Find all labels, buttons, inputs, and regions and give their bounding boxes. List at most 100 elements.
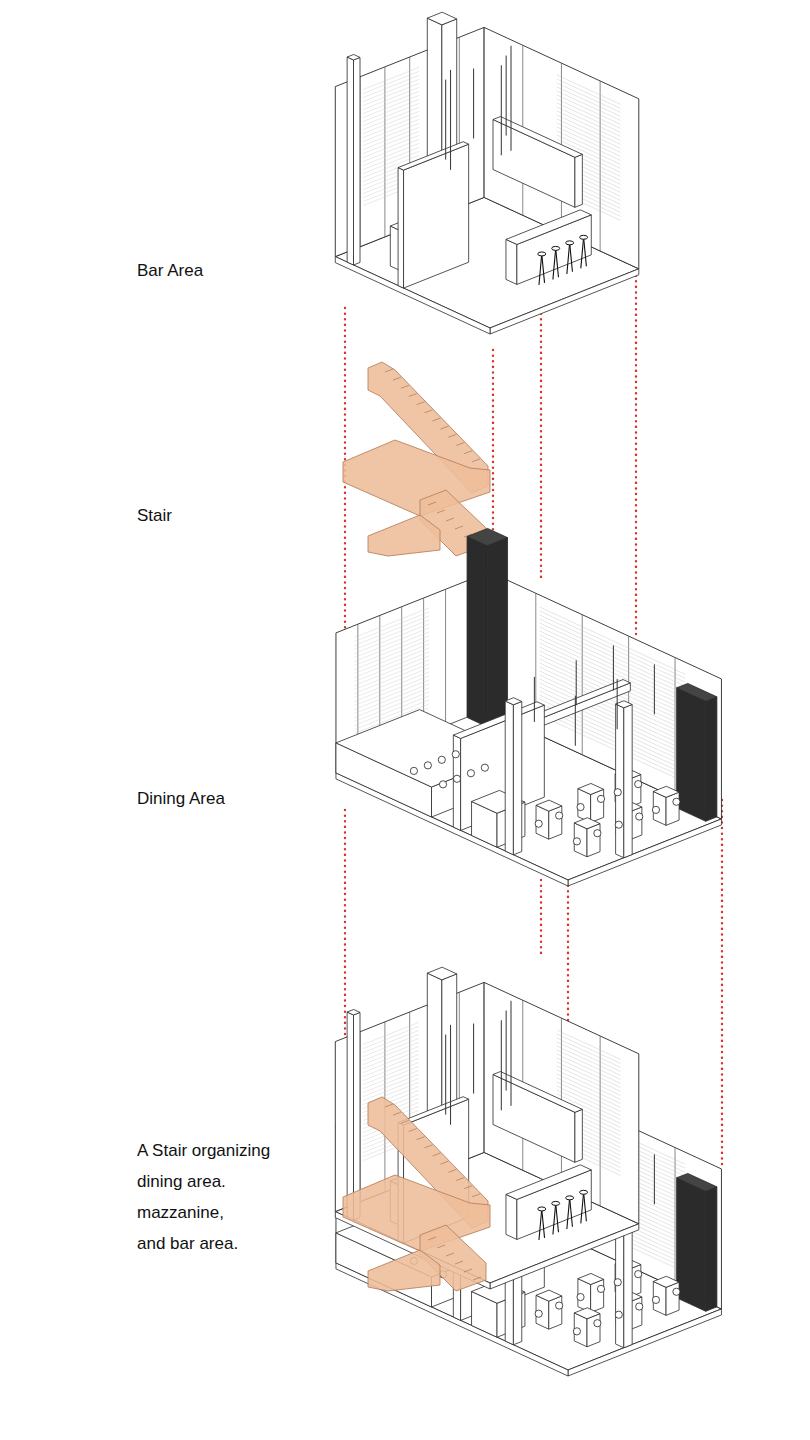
pendant-rod — [506, 56, 507, 136]
stair-tread — [472, 459, 480, 462]
stair-tread — [433, 1153, 441, 1156]
stool-leg — [556, 1203, 559, 1232]
pendant-rod — [501, 65, 502, 155]
stair-tread — [401, 385, 409, 388]
screen-line — [539, 715, 685, 782]
box-face — [575, 154, 582, 207]
box-top — [453, 702, 544, 739]
stair-tread — [425, 410, 433, 413]
screen-line — [363, 131, 419, 153]
screen-line — [557, 119, 621, 148]
screen-line — [363, 139, 419, 161]
chair — [615, 1311, 622, 1318]
pendant-rod — [511, 46, 512, 151]
stool-seat — [580, 1190, 588, 1194]
chair — [594, 830, 601, 837]
stair-piece — [343, 362, 490, 556]
pendant-rod — [473, 1024, 474, 1094]
screen-line — [355, 680, 429, 710]
stool-leg — [542, 254, 545, 283]
screen-line — [363, 1062, 419, 1084]
screen-line — [557, 107, 621, 136]
box-face — [587, 1314, 600, 1347]
pendant-rod — [445, 1035, 446, 1115]
screen-line — [363, 107, 419, 129]
chair — [577, 803, 584, 810]
chair — [424, 762, 431, 769]
stair-tread — [417, 402, 425, 405]
screen-line — [363, 99, 419, 121]
chair — [556, 812, 563, 819]
screen-line — [363, 95, 419, 117]
stool-seat — [538, 252, 546, 256]
screen-line — [363, 1066, 419, 1088]
screen-line — [355, 628, 429, 658]
pendant-rod — [654, 1154, 655, 1204]
box-face — [666, 1282, 679, 1315]
stair-tread — [448, 434, 456, 437]
chair — [597, 1285, 604, 1292]
screen-line — [363, 67, 419, 89]
screen-line — [557, 99, 621, 128]
stool-leg — [581, 1192, 584, 1223]
screen-line — [557, 79, 621, 108]
stair-tread — [440, 426, 448, 429]
screen-line — [557, 1062, 621, 1091]
stair-tread — [385, 369, 393, 372]
assembled-bar — [335, 967, 639, 1289]
box-top — [653, 1276, 679, 1287]
screen-line — [363, 1050, 419, 1072]
pendant-rod — [654, 664, 655, 714]
box-face — [677, 1178, 706, 1311]
screen-line — [363, 1046, 419, 1068]
box-face — [487, 538, 507, 731]
screen-line — [539, 691, 685, 758]
screen-line — [557, 1042, 621, 1071]
screen-line — [557, 1046, 621, 1075]
wall-mullion — [600, 1036, 601, 1206]
dining-level — [336, 528, 722, 886]
screen-line — [557, 115, 621, 144]
stool-seat — [538, 1207, 546, 1211]
box-top — [574, 1308, 600, 1319]
box-face — [549, 806, 562, 839]
chair — [453, 775, 460, 782]
pendant-rod — [575, 696, 576, 746]
alignment-dotted-line — [344, 308, 346, 660]
screen-line — [557, 1066, 621, 1095]
stair-flight — [343, 1175, 490, 1251]
box-face — [706, 1187, 717, 1311]
pendant-rod — [613, 645, 614, 690]
box-top — [574, 818, 600, 829]
screen-line — [363, 135, 419, 157]
box-face — [347, 57, 353, 265]
box-face — [575, 1109, 582, 1162]
box-top — [506, 210, 591, 245]
area-label: Bar Area — [137, 261, 203, 281]
screen-line — [355, 668, 429, 698]
chair — [573, 838, 580, 845]
area-label: Stair — [137, 506, 172, 526]
box-face — [347, 1012, 353, 1220]
box-face — [467, 537, 487, 731]
chair — [614, 1279, 621, 1286]
stool-leg — [570, 1198, 573, 1227]
pendant-rod — [501, 1020, 502, 1110]
stair-flight — [368, 515, 440, 556]
screen-line — [539, 667, 685, 734]
slab-edge — [568, 1309, 721, 1376]
screen-line — [355, 648, 429, 678]
stair-flight — [368, 1250, 440, 1291]
screen-line — [355, 624, 429, 654]
screen-line — [355, 608, 429, 638]
box-face — [453, 735, 460, 830]
screen-line — [363, 75, 419, 97]
box-face — [506, 1194, 517, 1239]
wall-mullion — [384, 67, 385, 237]
screen-line — [557, 87, 621, 116]
stair-tread — [440, 1161, 448, 1164]
stool-leg — [556, 248, 559, 277]
wall-mullion — [675, 658, 676, 798]
